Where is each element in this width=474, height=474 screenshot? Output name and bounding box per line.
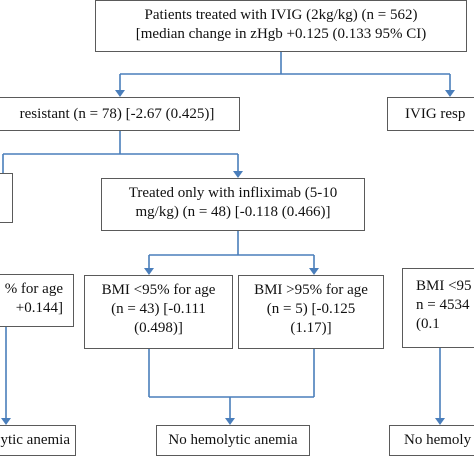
node-bmi-below-95-line-3: (0.498)] bbox=[134, 320, 183, 336]
arrowhead-resistant bbox=[115, 90, 125, 97]
arrowhead-hem-mid bbox=[225, 418, 235, 425]
node-bmi-below-95-line-1: BMI <95% for age bbox=[101, 282, 216, 298]
arrowhead-hem-right bbox=[435, 418, 445, 425]
node-bmi-above-95-line-1: BMI >95% for age bbox=[254, 282, 368, 298]
arrowhead-bmi-lt95 bbox=[144, 268, 154, 275]
node-hemolytic-left-line-1: ytic anemia bbox=[0, 432, 70, 448]
arrowhead-responsive bbox=[445, 90, 455, 97]
node-no-hemolytic-anemia-line-1: No hemolytic anemia bbox=[168, 432, 298, 448]
node-hemolytic-right-line-1: No hemoly bbox=[404, 432, 472, 448]
node-bmi-left-line-1: % for age bbox=[4, 281, 63, 297]
node-ivig-responsive-line-1: IVIG resp bbox=[405, 106, 466, 122]
node-infliximab-line-2: mg/kg) (n = 48) [-0.118 (0.466)] bbox=[135, 204, 331, 220]
node-ivig-resistant: resistant (n = 78) [-2.67 (0.425)] bbox=[0, 97, 240, 131]
node-hemolytic-right-partial: No hemoly bbox=[389, 425, 474, 456]
node-ivig-treated: Patients treated with IVIG (2kg/kg) (n =… bbox=[95, 0, 467, 52]
node-ivig-treated-line-2: [median change in zHgb +0.125 (0.133 95%… bbox=[135, 26, 427, 42]
node-bmi-below-95-line-2: (n = 43) [-0.111 bbox=[111, 301, 206, 317]
node-hemolytic-left-partial: ytic anemia bbox=[0, 425, 76, 456]
node-bmi-above-95-line-3: (1.17)] bbox=[290, 320, 332, 336]
node-infliximab: Treated only with infliximab (5-10 mg/kg… bbox=[101, 178, 365, 231]
node-bmi-below-95: BMI <95% for age (n = 43) [-0.111 (0.498… bbox=[84, 275, 233, 349]
node-bmi-right-partial: BMI <95 n = 4534 (0.1 bbox=[402, 268, 474, 348]
node-bmi-above-95: BMI >95% for age (n = 5) [-0.125 (1.17)] bbox=[238, 275, 384, 349]
node-bmi-right-line-2: n = 4534 bbox=[416, 297, 470, 313]
arrowhead-bmi-gt95 bbox=[309, 268, 319, 275]
node-ivig-resistant-line-1: resistant (n = 78) [-2.67 (0.425)] bbox=[19, 106, 215, 122]
node-left-partial bbox=[0, 173, 13, 223]
arrowhead-infliximab bbox=[233, 171, 243, 178]
node-bmi-left-partial: % for age +0.144] bbox=[0, 274, 74, 327]
node-infliximab-line-1: Treated only with infliximab (5-10 bbox=[128, 185, 338, 201]
node-ivig-treated-line-1: Patients treated with IVIG (2kg/kg) (n =… bbox=[144, 7, 418, 23]
node-bmi-right-line-1: BMI <95 bbox=[416, 278, 472, 294]
node-bmi-above-95-line-2: (n = 5) [-0.125 bbox=[266, 301, 356, 317]
node-no-hemolytic-anemia: No hemolytic anemia bbox=[156, 425, 310, 456]
node-bmi-right-line-3: (0.1 bbox=[416, 316, 440, 332]
node-ivig-responsive: IVIG resp bbox=[387, 97, 474, 131]
node-bmi-left-line-2: +0.144] bbox=[15, 300, 63, 316]
arrowhead-hem-left bbox=[1, 418, 11, 425]
